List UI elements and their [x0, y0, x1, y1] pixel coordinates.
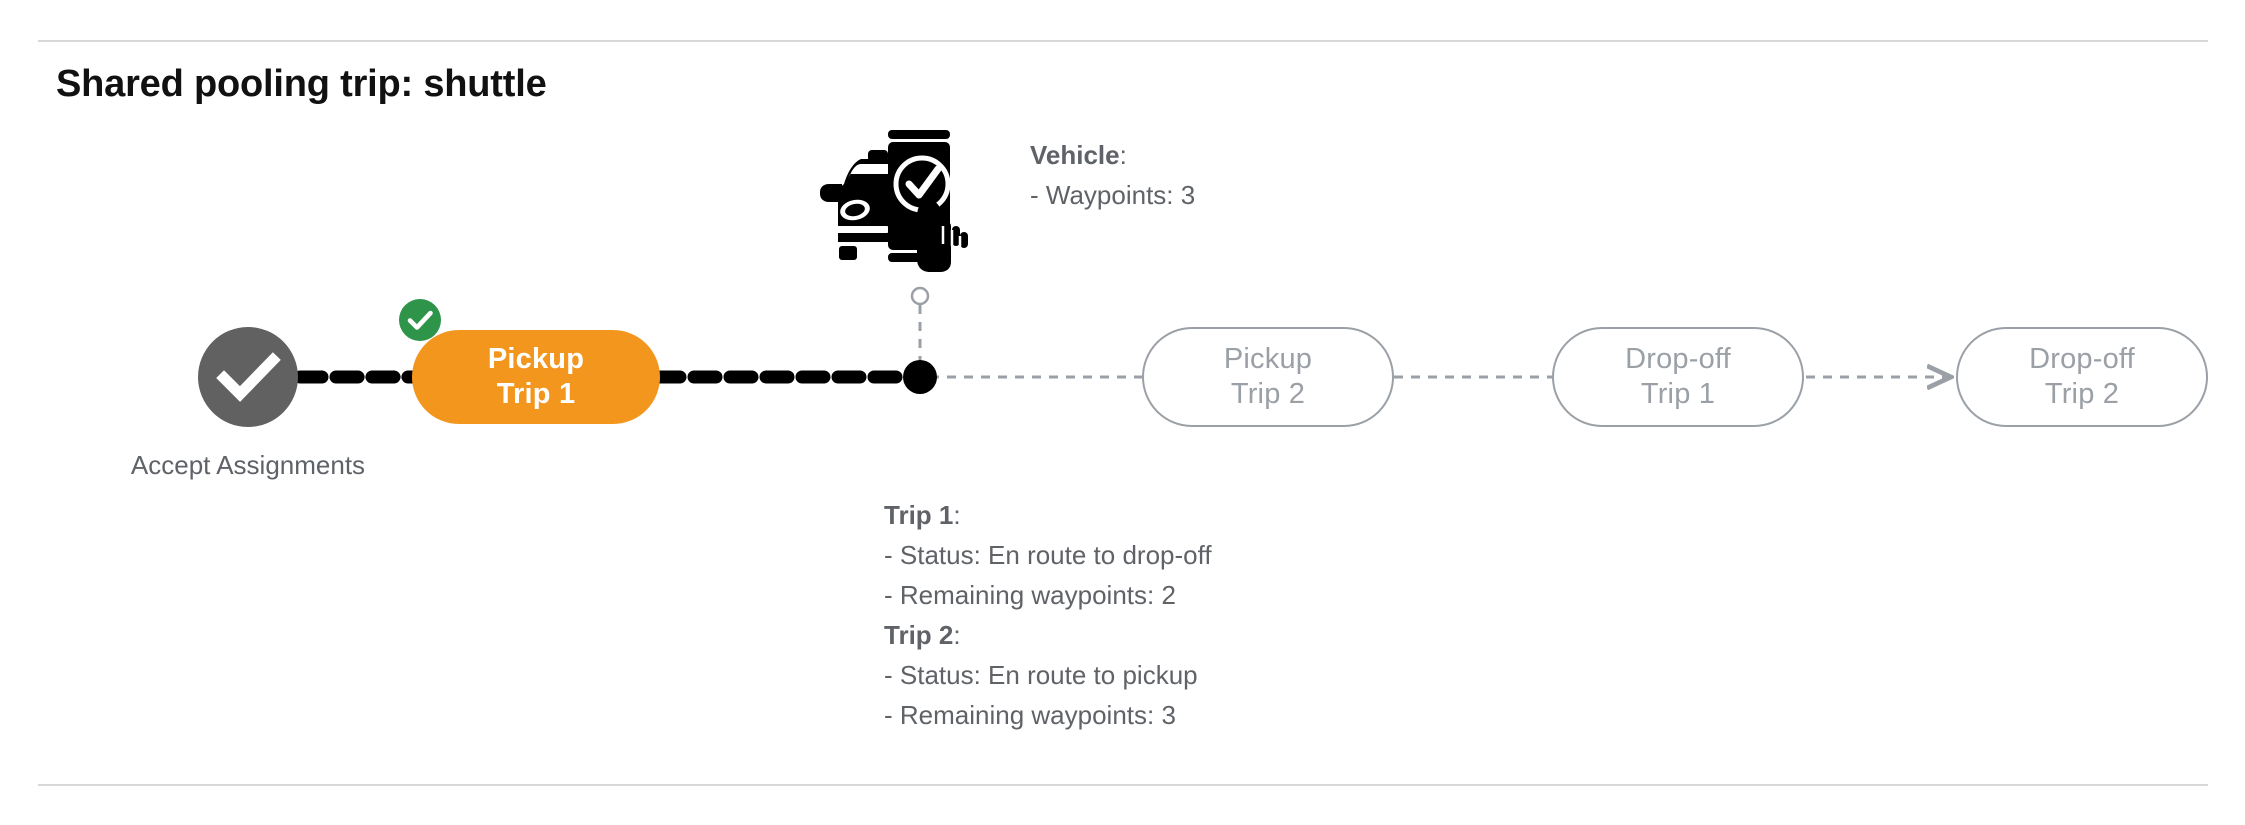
- node-dropoff-trip-2[interactable]: Drop-off Trip 2: [1956, 327, 2208, 427]
- node-dropoff-trip-2-line1: Drop-off: [2029, 342, 2135, 375]
- accept-assignments-circle: [198, 327, 298, 427]
- current-position-dot: [903, 360, 937, 394]
- accept-assignments-label-line1: Accept: [130, 450, 211, 480]
- trip-1-status: - Status: En route to drop-off: [884, 540, 1212, 570]
- vehicle-info-block: Vehicle: - Waypoints: 3: [1030, 135, 1195, 215]
- node-pickup-trip-1-line2: Trip 1: [496, 378, 576, 410]
- trip-1-heading: Trip 1:: [884, 495, 1212, 535]
- vehicle-info-heading-colon: :: [1119, 140, 1127, 170]
- node-dropoff-trip-2-line2: Trip 2: [2044, 378, 2120, 410]
- trip-1-heading-text: Trip 1: [884, 500, 954, 530]
- node-pickup-trip-1-line1: Pickup: [487, 342, 585, 375]
- check-circle-icon: [216, 352, 281, 402]
- trip-1-remaining-waypoints: - Remaining waypoints: 2: [884, 580, 1176, 610]
- accept-assignments-label-line2: Assignments: [216, 450, 366, 480]
- page-title: Shared pooling trip: shuttle: [56, 63, 547, 105]
- status-badge-completed: [399, 299, 441, 341]
- accept-assignments-label: Accept Assignments: [98, 445, 398, 486]
- check-badge-icon: [407, 310, 433, 330]
- trip-info-block: Trip 1: - Status: En route to drop-off -…: [884, 495, 1212, 735]
- node-dropoff-trip-1[interactable]: Drop-off Trip 1: [1552, 327, 1804, 427]
- vehicle-anchor-circle: [910, 286, 930, 306]
- node-pickup-trip-2[interactable]: Pickup Trip 2: [1142, 327, 1394, 427]
- vehicle-info-heading: Vehicle:: [1030, 135, 1195, 175]
- sidebar-item-accept-assignments[interactable]: [198, 327, 298, 427]
- trip-2-heading-text: Trip 2: [884, 620, 954, 650]
- trip-2-remaining-waypoints: - Remaining waypoints: 3: [884, 700, 1176, 730]
- vehicle-info-heading-text: Vehicle: [1030, 140, 1120, 170]
- node-dropoff-trip-1-line2: Trip 1: [1640, 378, 1716, 410]
- bottom-divider: [38, 784, 2208, 786]
- trip-2-status: - Status: En route to pickup: [884, 660, 1198, 690]
- trip-2-heading-colon: :: [953, 620, 961, 650]
- top-divider: [38, 40, 2208, 42]
- trip-2-heading: Trip 2:: [884, 615, 1212, 655]
- trip-1-heading-colon: :: [953, 500, 961, 530]
- node-pickup-trip-2-line2: Trip 2: [1230, 378, 1306, 410]
- node-pickup-trip-2-line1: Pickup: [1223, 342, 1313, 375]
- vehicle-info-waypoints: - Waypoints: 3: [1030, 180, 1196, 210]
- node-dropoff-trip-1-line1: Drop-off: [1625, 342, 1731, 375]
- node-pickup-trip-1[interactable]: Pickup Trip 1: [412, 330, 660, 424]
- vehicle-phone-check-icon: [820, 130, 968, 272]
